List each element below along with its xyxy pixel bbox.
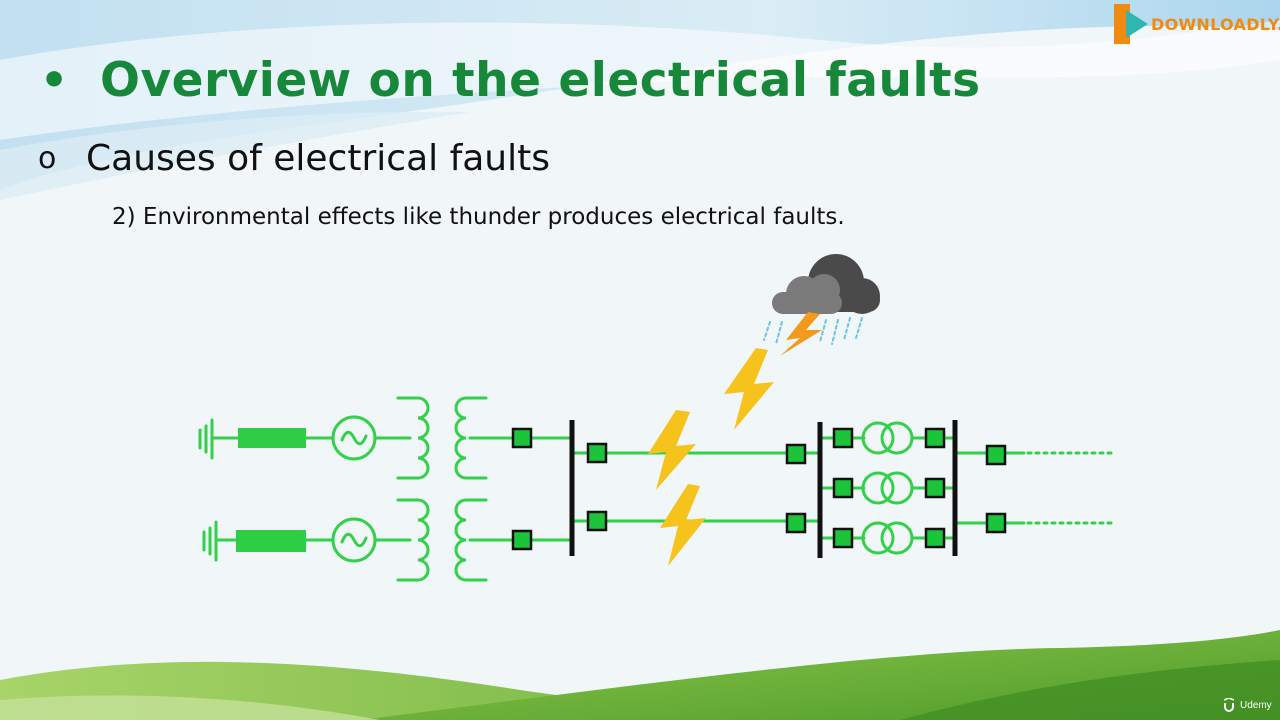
udemy-label: Udemy	[1240, 699, 1272, 711]
circuit-breaker-icon	[832, 527, 854, 549]
circuit-breaker-icon	[586, 442, 608, 464]
subheading-row: o Causes of electrical faults	[38, 138, 550, 179]
transformer-icon	[396, 396, 488, 480]
title-bullet: •	[40, 54, 69, 106]
lightning-bolt-icon	[648, 410, 696, 490]
circuit-breaker-icon	[832, 427, 854, 449]
circuit-breaker-icon	[924, 477, 946, 499]
subheading-marker: o	[38, 141, 57, 176]
title-row: • Overview on the electrical faults	[40, 48, 981, 112]
circuit-breaker-icon	[985, 512, 1007, 534]
circuit-breaker-icon	[985, 444, 1007, 466]
circuit-breaker-icon	[785, 512, 807, 534]
logo-text: DOWNLOADLY.IR	[1151, 14, 1280, 34]
impedance-block	[238, 428, 306, 448]
lightning-bolt-icon	[724, 348, 774, 430]
ground-icon	[202, 520, 240, 562]
lightning-bolt-icon	[660, 484, 706, 566]
circuit-breaker-icon	[924, 427, 946, 449]
subheading: Causes of electrical faults	[86, 138, 550, 179]
ground-icon	[198, 418, 240, 460]
circuit-breaker-icon	[586, 510, 608, 532]
storm-cloud-icon	[763, 254, 880, 356]
circuit-breaker-icon	[511, 529, 533, 551]
circuit-breaker-icon	[924, 527, 946, 549]
generator-icon	[331, 517, 377, 563]
circuit-breaker-icon	[785, 443, 807, 465]
transformer-icon	[861, 471, 914, 505]
generator-icon	[331, 415, 377, 461]
transformer-icon	[861, 521, 914, 555]
circuit-breaker-icon	[511, 427, 533, 449]
point-text: 2) Environmental effects like thunder pr…	[112, 204, 845, 230]
page-title: Overview on the electrical faults	[100, 52, 981, 108]
download-logo-icon	[1114, 4, 1148, 44]
udemy-logo-icon	[1223, 698, 1235, 712]
circuit-breaker-icon	[832, 477, 854, 499]
udemy-watermark: Udemy	[1222, 698, 1272, 712]
transformer-icon	[861, 421, 914, 455]
downloadly-logo: DOWNLOADLY.IR	[1114, 4, 1280, 44]
impedance-block	[236, 530, 306, 552]
transformer-icon	[396, 498, 488, 582]
